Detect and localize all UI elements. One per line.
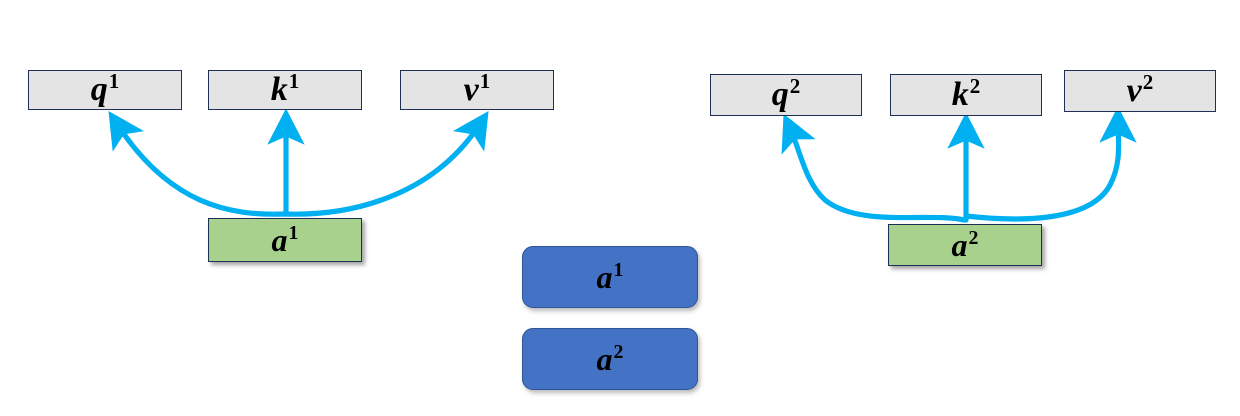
arrow-a1-to-q1 bbox=[108, 110, 288, 217]
node-a1-input[interactable]: a1 bbox=[522, 246, 698, 308]
node-q2[interactable]: q2 bbox=[710, 74, 862, 116]
node-v1-label: v1 bbox=[463, 68, 491, 108]
arrows-group-2 bbox=[781, 106, 1137, 223]
node-a2-source-label: a2 bbox=[951, 227, 979, 263]
node-v2[interactable]: v2 bbox=[1064, 70, 1216, 112]
node-k2[interactable]: k2 bbox=[890, 74, 1042, 116]
node-a1-input-label: a1 bbox=[596, 259, 624, 295]
node-a2-input[interactable]: a2 bbox=[522, 328, 698, 390]
node-a1-source-label: a1 bbox=[271, 222, 299, 258]
arrow-a2-to-v2 bbox=[963, 106, 1137, 222]
node-k1-label: k1 bbox=[270, 68, 300, 108]
node-q1-label: q1 bbox=[90, 68, 120, 108]
node-v2-label: v2 bbox=[1126, 69, 1154, 109]
node-a2-source[interactable]: a2 bbox=[888, 224, 1042, 266]
node-k2-label: k2 bbox=[951, 73, 981, 113]
arrow-a2-to-q2 bbox=[781, 113, 967, 223]
node-v1[interactable]: v1 bbox=[400, 70, 554, 110]
node-q2-label: q2 bbox=[771, 73, 801, 113]
arrow-a1-to-v1 bbox=[282, 110, 489, 217]
arrows-group-1 bbox=[108, 108, 489, 217]
node-q1[interactable]: q1 bbox=[28, 70, 182, 110]
node-a1-source[interactable]: a1 bbox=[208, 218, 362, 262]
node-a2-input-label: a2 bbox=[596, 341, 624, 377]
node-k1[interactable]: k1 bbox=[208, 70, 362, 110]
